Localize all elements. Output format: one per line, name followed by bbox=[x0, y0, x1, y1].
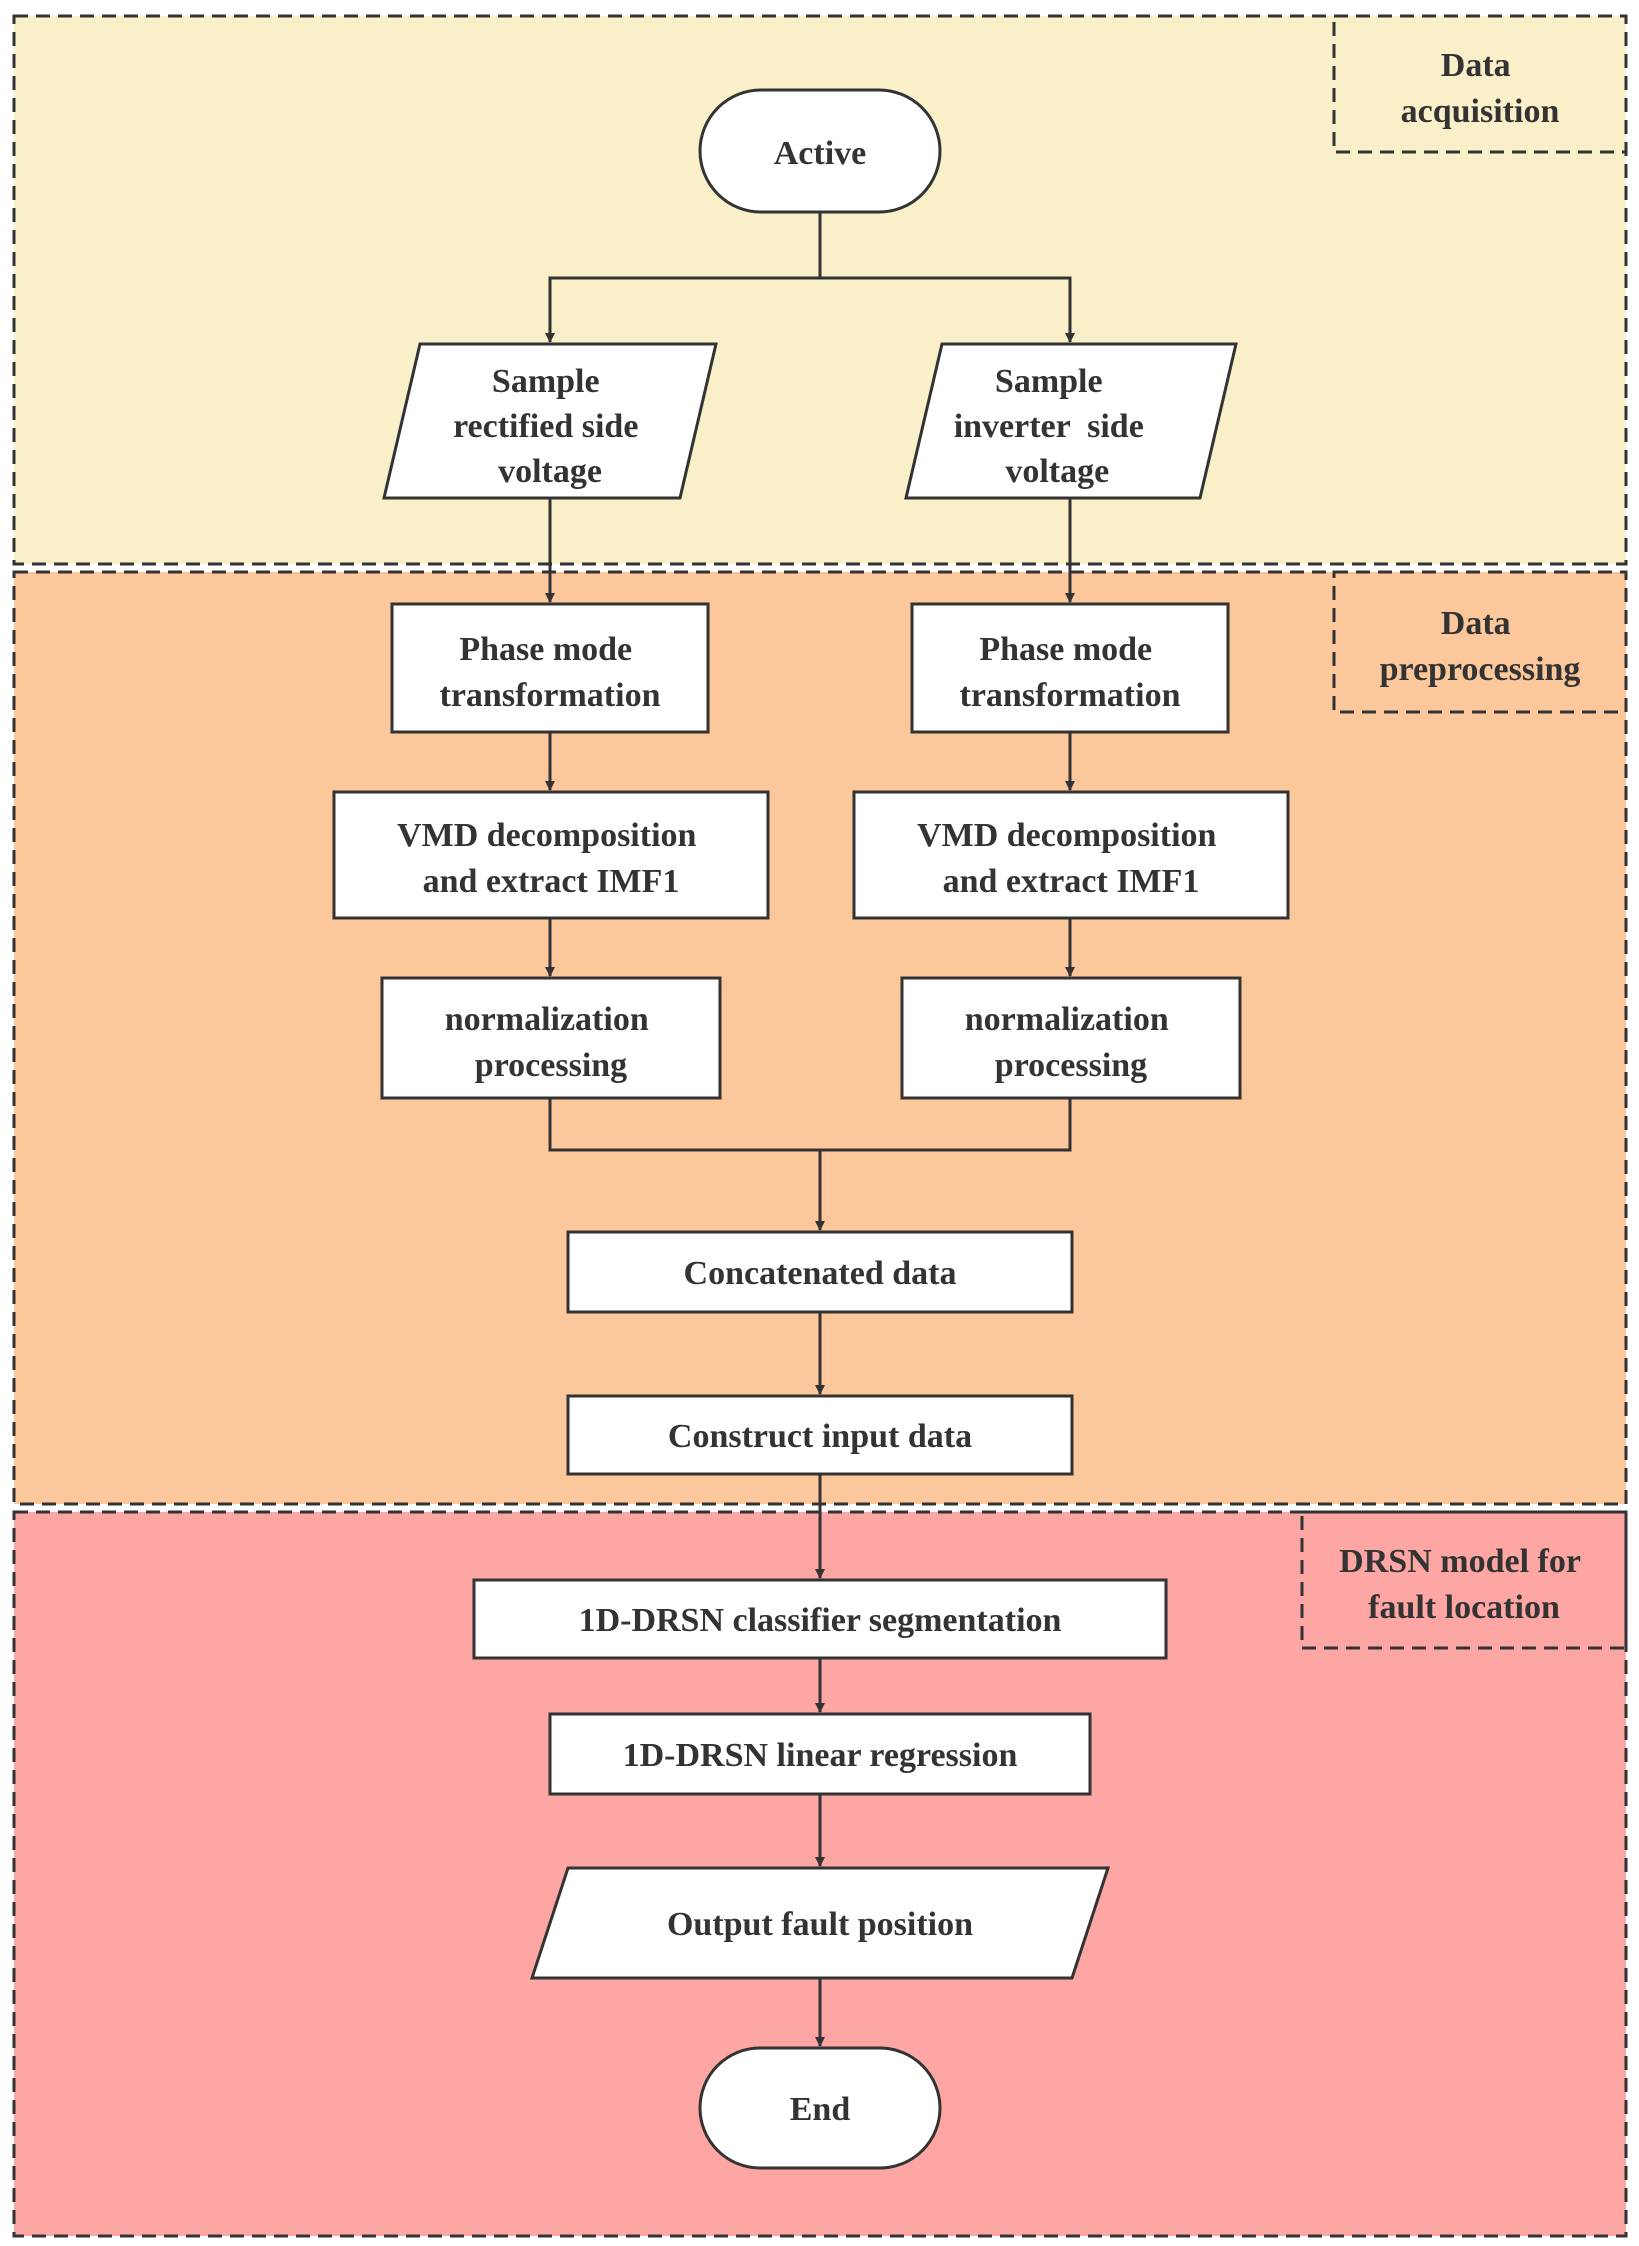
nodes bbox=[332, 88, 1290, 2170]
start-label: Active bbox=[774, 135, 867, 172]
section-label-data-preprocessing: Data preprocessing bbox=[1380, 605, 1581, 688]
output-parallelogram bbox=[529, 1866, 1111, 1980]
label-line: and extract IMF1 bbox=[423, 863, 680, 900]
label-line: VMD decomposition bbox=[397, 817, 696, 854]
label-line: normalization bbox=[445, 1001, 649, 1038]
label-line: processing bbox=[995, 1047, 1147, 1084]
vmd-right-label: VMD decomposition and extract IMF1 bbox=[917, 817, 1225, 900]
label-line: voltage bbox=[1005, 453, 1109, 490]
section-label-line: acquisition bbox=[1401, 93, 1560, 130]
sample-inverter-parallelogram bbox=[904, 342, 1238, 500]
regression-label: 1D-DRSN linear regression bbox=[623, 1737, 1018, 1774]
label-line: transformation bbox=[440, 677, 661, 714]
label-line: normalization bbox=[965, 1001, 1169, 1038]
end-label: End bbox=[790, 2091, 851, 2128]
label-line: processing bbox=[475, 1047, 627, 1084]
label-line: Sample bbox=[492, 363, 600, 400]
connector-start-split bbox=[545, 212, 822, 343]
vmd-left-box bbox=[332, 790, 770, 920]
section-label-line: Data bbox=[1441, 605, 1511, 642]
concatenated-label: Concatenated data bbox=[684, 1255, 957, 1292]
connectors bbox=[545, 212, 1075, 2047]
section-label-box-data-preprocessing bbox=[1332, 570, 1628, 714]
phase-mode-right-label: Phase mode transformation bbox=[960, 631, 1181, 714]
section-label-drsn-model: DRSN model for fault location bbox=[1339, 1543, 1589, 1626]
sample-rectified-parallelogram bbox=[382, 342, 718, 500]
regression-box bbox=[548, 1712, 1092, 1796]
label-line: VMD decomposition bbox=[917, 817, 1216, 854]
section-label-box-data-acquisition bbox=[1332, 14, 1628, 154]
section-label-data-acquisition: Data acquisition bbox=[1401, 47, 1560, 130]
label-line: Sample bbox=[995, 363, 1103, 400]
connector-norm-merge bbox=[548, 1098, 1072, 1152]
construct-input-box bbox=[566, 1394, 1074, 1476]
section-label-box-drsn-model bbox=[1300, 1510, 1628, 1650]
norm-left-label: normalization processing bbox=[445, 1001, 657, 1084]
construct-input-label: Construct input data bbox=[668, 1418, 972, 1455]
concatenated-box bbox=[566, 1230, 1074, 1314]
label-line: Phase mode bbox=[459, 631, 632, 668]
classifier-label: 1D-DRSN classifier segmentation bbox=[579, 1602, 1062, 1639]
sample-inverter-label: Sample inverter side voltage bbox=[954, 0, 1187, 490]
label-line: voltage bbox=[498, 453, 602, 490]
output-label: Output fault position bbox=[667, 1906, 973, 1943]
label-line: and extract IMF1 bbox=[943, 863, 1200, 900]
vmd-right-box bbox=[852, 790, 1290, 920]
start-terminal bbox=[698, 88, 942, 214]
norm-right-label: normalization processing bbox=[965, 1001, 1177, 1084]
norm-left-box bbox=[380, 976, 722, 1100]
end-terminal bbox=[698, 2046, 942, 2170]
norm-right-box bbox=[900, 976, 1242, 1100]
section-label-line: preprocessing bbox=[1380, 651, 1581, 688]
sample-rectified-label: Sample rectified side voltage bbox=[453, 363, 647, 490]
label-line: rectified side bbox=[453, 408, 638, 445]
classifier-box bbox=[472, 1578, 1168, 1660]
connector-start-split-right bbox=[820, 276, 1075, 343]
label-line: Phase mode bbox=[979, 631, 1152, 668]
section-label-line: DRSN model for bbox=[1339, 1543, 1581, 1580]
label-line: transformation bbox=[960, 677, 1181, 714]
phase-mode-right-box bbox=[910, 602, 1230, 734]
vmd-left-label: VMD decomposition and extract IMF1 bbox=[397, 817, 705, 900]
section-label-line: Data bbox=[1441, 47, 1511, 84]
phase-mode-left-label: Phase mode transformation bbox=[440, 631, 661, 714]
section-label-line: fault location bbox=[1368, 1589, 1560, 1626]
label-line: inverter side bbox=[954, 408, 1144, 445]
phase-mode-left-box bbox=[390, 602, 710, 734]
